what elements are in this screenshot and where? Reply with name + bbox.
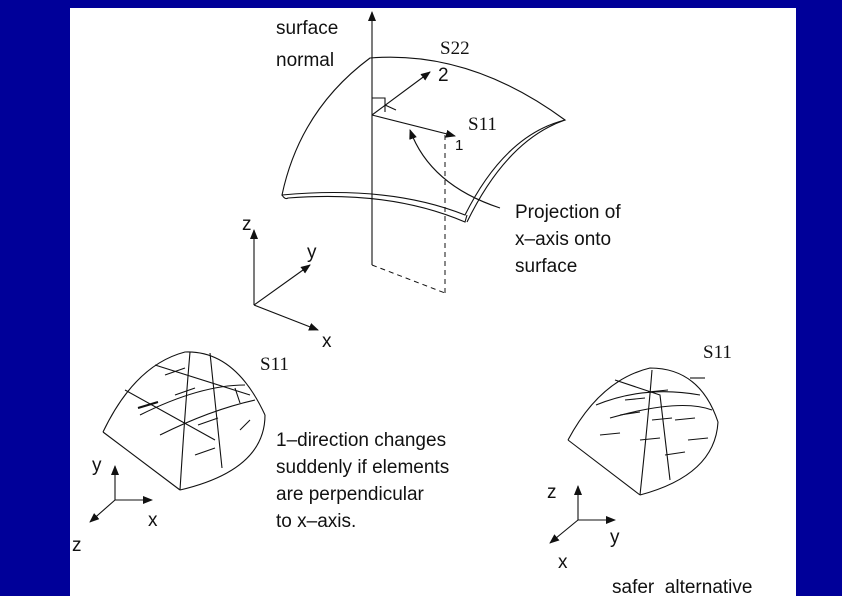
label-axis-y-main: y bbox=[307, 242, 317, 263]
label-axis-y-right: y bbox=[610, 527, 620, 548]
label-axis-y-left: y bbox=[92, 455, 102, 476]
note-line4: to x–axis. bbox=[276, 511, 356, 532]
label-projection-line1: Projection of bbox=[515, 202, 621, 223]
right-angle-marker bbox=[372, 97, 397, 112]
direction-1-arrow bbox=[371, 114, 456, 138]
label-axis-z-right: z bbox=[547, 482, 557, 503]
projection-dashed-bottom bbox=[371, 264, 446, 294]
note-line2: suddenly if elements bbox=[276, 457, 449, 478]
label-axis-z-main: z bbox=[242, 214, 252, 235]
direction-2-arrow bbox=[371, 71, 431, 116]
label-axis-x-right: x bbox=[558, 552, 568, 573]
label-projection-line2: x–axis onto bbox=[515, 229, 611, 250]
right-axes bbox=[549, 485, 616, 544]
label-s22: S22 bbox=[440, 38, 470, 59]
right-cylinder-mesh bbox=[567, 367, 719, 496]
label-safer-alternative: safer alternative bbox=[612, 577, 752, 596]
label-s11-left: S11 bbox=[260, 354, 289, 375]
label-projection-line3: surface bbox=[515, 256, 577, 277]
shell-surface bbox=[281, 56, 567, 223]
note-line1: 1–direction changes bbox=[276, 430, 446, 451]
label-axis-z-left: z bbox=[72, 535, 82, 556]
label-direction-2: 2 bbox=[438, 65, 449, 86]
label-surface-normal-line1: surface bbox=[276, 18, 338, 39]
label-direction-1: 1 bbox=[455, 137, 463, 154]
label-axis-x-left: x bbox=[148, 510, 158, 531]
label-axis-x-main: x bbox=[322, 331, 332, 352]
left-axes bbox=[89, 465, 153, 523]
label-s11-top: S11 bbox=[468, 114, 497, 135]
left-cylinder-mesh bbox=[102, 351, 266, 491]
label-s11-right: S11 bbox=[703, 342, 732, 363]
slide-panel bbox=[70, 8, 796, 596]
label-surface-normal-line2: normal bbox=[276, 50, 334, 71]
note-line3: are perpendicular bbox=[276, 484, 425, 505]
main-axes bbox=[250, 229, 319, 331]
projection-curved-arrow bbox=[409, 129, 501, 209]
